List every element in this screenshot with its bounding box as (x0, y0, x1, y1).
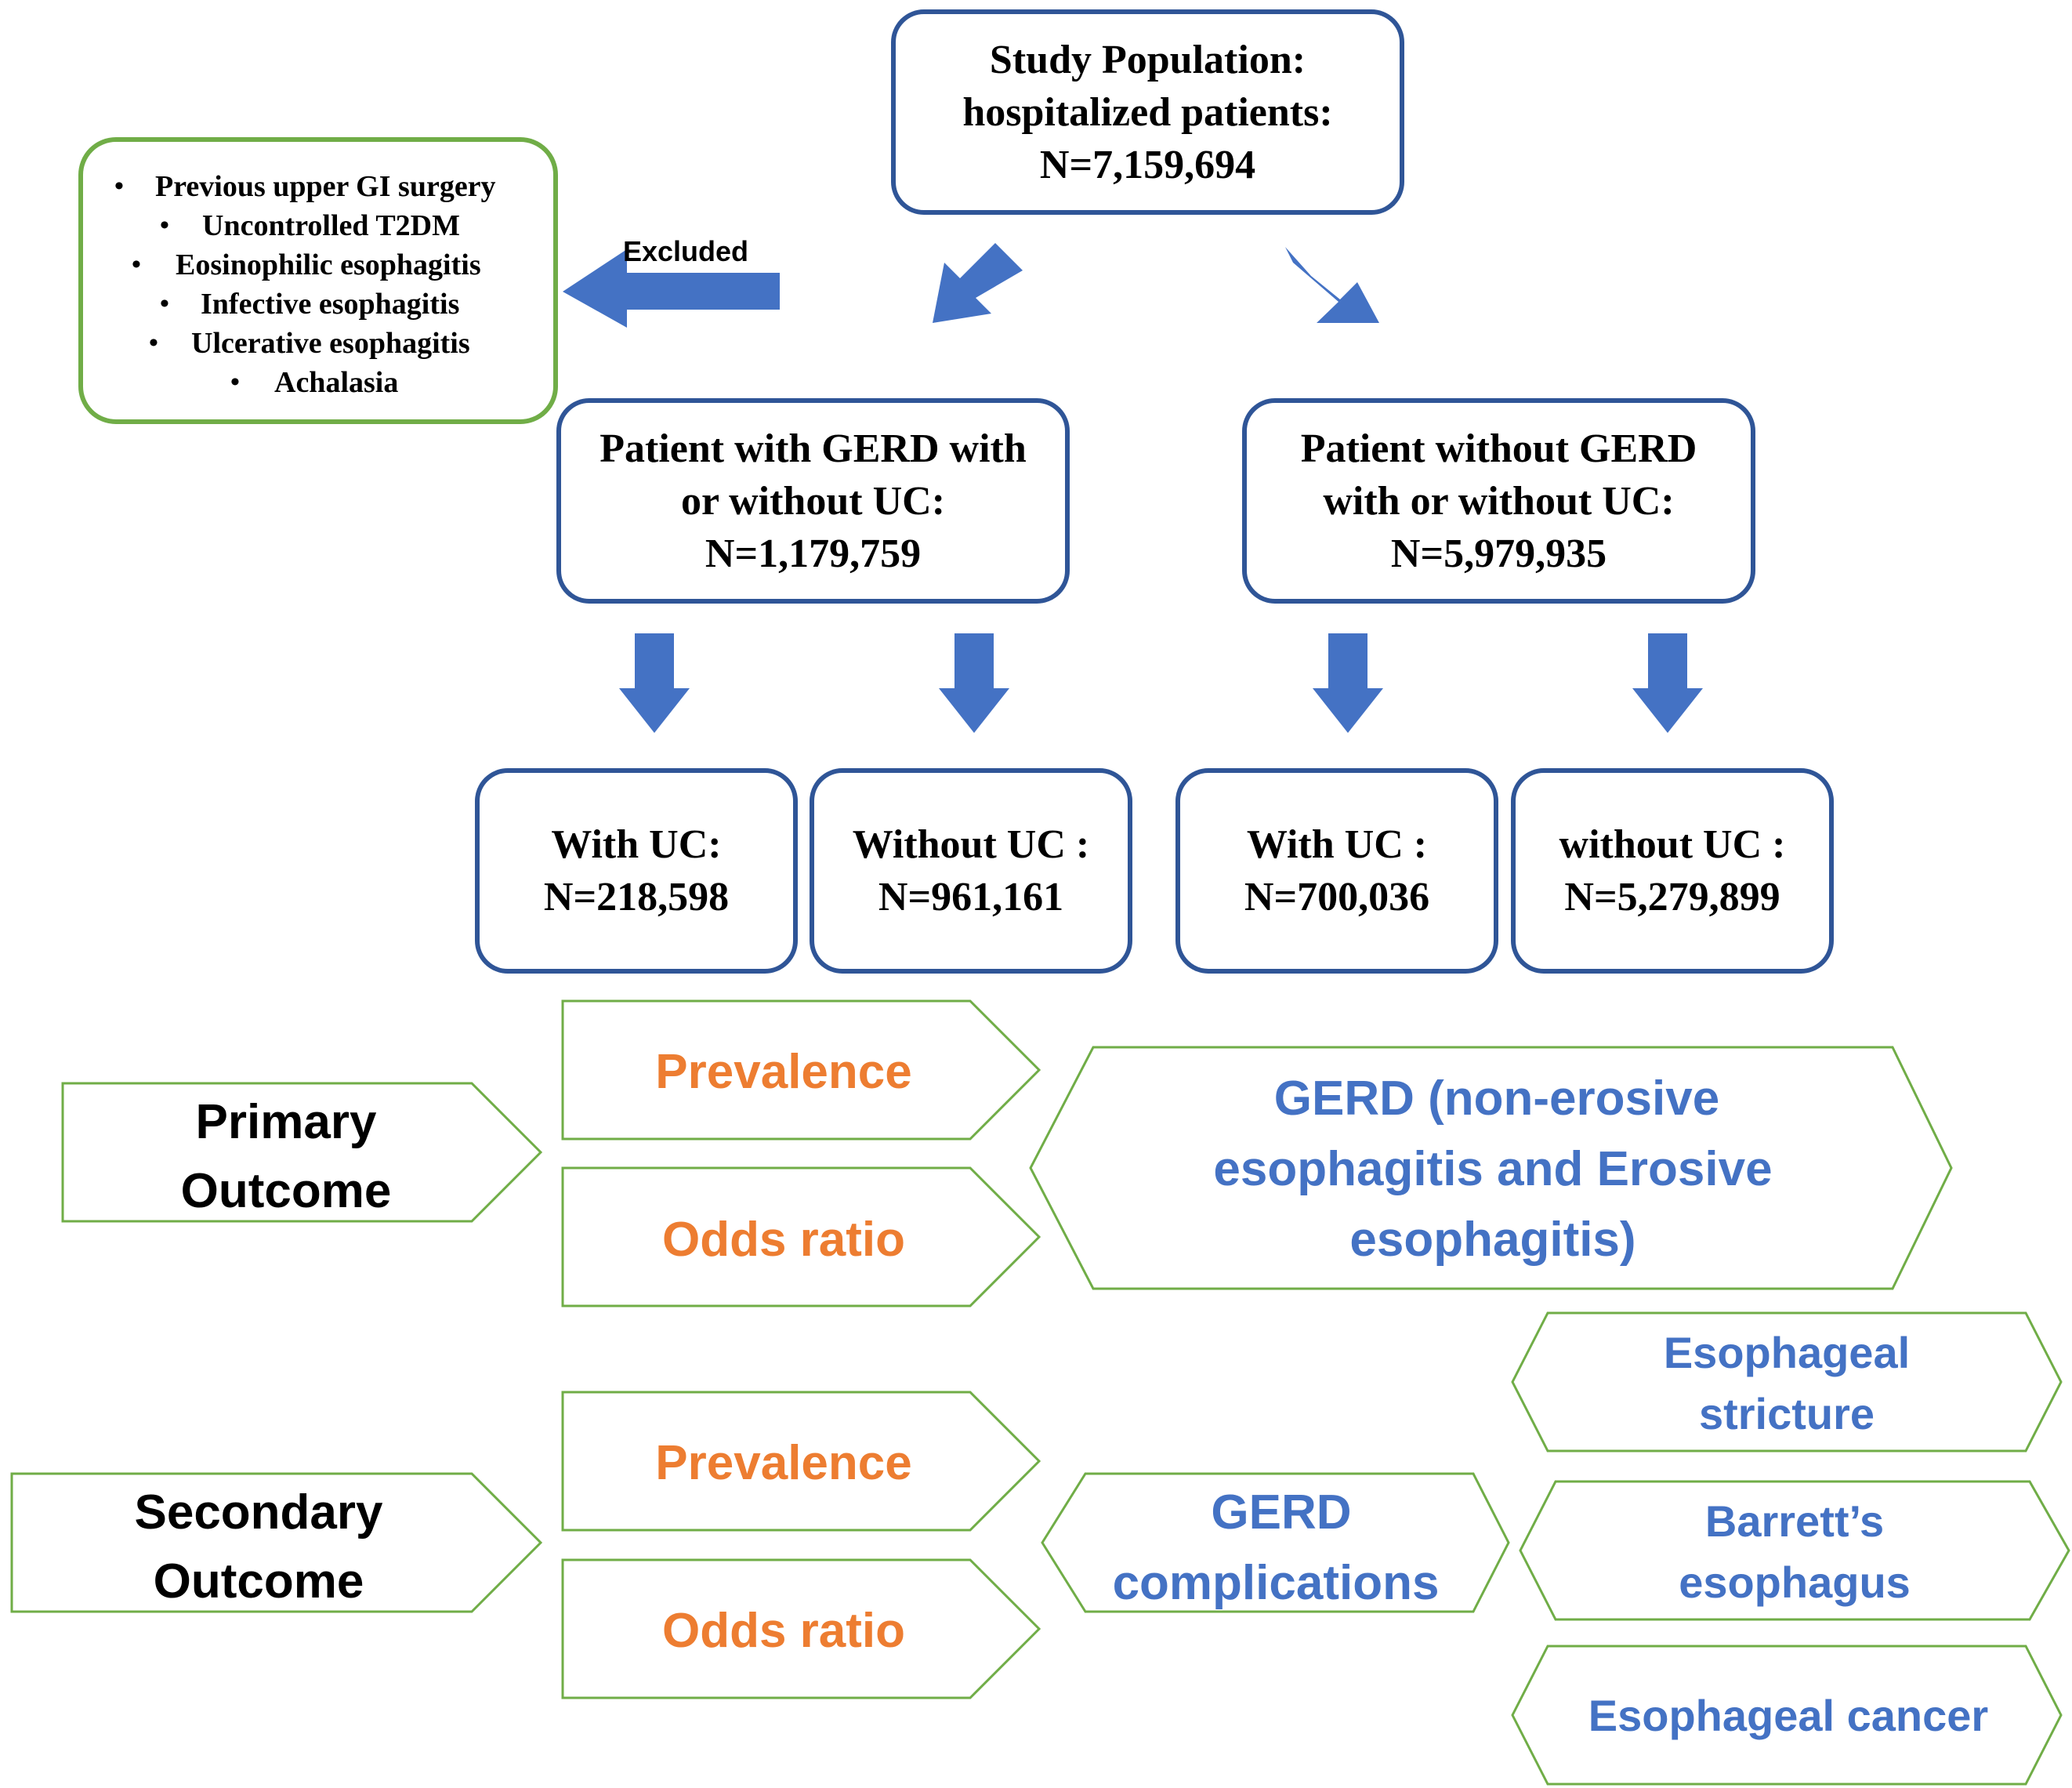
complication-barretts-line2: esophagus (1679, 1558, 1911, 1607)
subgroup-label: With UC: (551, 822, 722, 867)
secondary-outcome-chevron (10, 1472, 543, 1613)
primary-odds-ratio-label: Odds ratio (662, 1213, 905, 1267)
subgroup-count: N=5,279,899 (1564, 875, 1780, 919)
secondary-outcome-label-line1: Secondary (134, 1485, 383, 1540)
study-population-line1: Study Population: (989, 37, 1306, 82)
gerd-group-line1: Patient with GERD with (600, 426, 1027, 471)
non-gerd-group-box: Patient without GERD with or without UC:… (1242, 398, 1755, 604)
complication-barretts-hexagon (1519, 1480, 2070, 1621)
arrow-to-non-gerd-group (1285, 247, 1379, 323)
arrow-down-without-uc-gerd (939, 633, 1009, 733)
primary-target-line3: esophagitis) (1349, 1213, 1636, 1267)
primary-outcome-label-line2: Outcome (181, 1164, 392, 1218)
complication-barretts-line1: Barrett’s (1705, 1496, 1884, 1546)
secondary-target-line1: GERD (1211, 1485, 1351, 1540)
subgroup-count: N=218,598 (543, 875, 730, 919)
complication-stricture-hexagon (1511, 1311, 2063, 1453)
primary-target-line1: GERD (non-erosive (1274, 1072, 1719, 1126)
arrow-down-without-uc-non-gerd (1632, 633, 1703, 733)
subgroup-label: Without UC : (852, 822, 1090, 867)
gerd-group-count: N=1,179,759 (705, 531, 922, 576)
primary-target-line2: esophagitis and Erosive (1213, 1142, 1772, 1196)
subgroup-label: without UC : (1559, 822, 1786, 867)
subgroup-gerd-without-uc-box: Without UC : N=961,161 (810, 768, 1132, 974)
secondary-odds-ratio-chevron (561, 1558, 1041, 1699)
subgroup-gerd-with-uc-box: With UC: N=218,598 (475, 768, 798, 974)
gerd-group-box: Patient with GERD with or without UC: N=… (556, 398, 1070, 604)
exclusion-item: • Uncontrolled T2DM (160, 209, 460, 242)
secondary-prevalence-chevron (561, 1391, 1041, 1532)
exclusion-item: • Infective esophagitis (160, 288, 460, 321)
complication-cancer-line1: Esophageal cancer (1588, 1691, 1988, 1740)
primary-target-hexagon (1029, 1046, 1953, 1290)
secondary-target-line2: complications (1113, 1556, 1440, 1610)
secondary-outcome-label-line2: Outcome (154, 1554, 364, 1608)
study-population-line2: hospitalized patients: (962, 89, 1333, 135)
study-population-count: N=7,159,694 (1039, 142, 1256, 187)
subgroup-non-gerd-with-uc-box: With UC : N=700,036 (1175, 768, 1498, 974)
non-gerd-group-count: N=5,979,935 (1390, 531, 1607, 576)
exclusion-item: • Previous upper GI surgery (114, 170, 496, 203)
non-gerd-group-line1: Patient without GERD (1300, 426, 1697, 471)
subgroup-label: With UC : (1246, 822, 1428, 867)
secondary-prevalence-label: Prevalence (655, 1436, 911, 1490)
primary-outcome-chevron (61, 1082, 543, 1223)
secondary-target-hexagon (1041, 1472, 1510, 1613)
subgroup-count: N=961,161 (878, 875, 1064, 919)
primary-prevalence-label: Prevalence (655, 1045, 911, 1099)
exclusion-item: • Eosinophilic esophagitis (132, 248, 481, 281)
complication-cancer-hexagon (1511, 1645, 2063, 1786)
arrow-to-gerd-group (933, 243, 1023, 323)
non-gerd-group-line2: with or without UC: (1323, 478, 1675, 524)
complication-stricture-line2: stricture (1699, 1389, 1875, 1438)
primary-prevalence-chevron (561, 999, 1041, 1141)
exclusion-item: • Achalasia (230, 366, 399, 399)
secondary-odds-ratio-label: Odds ratio (662, 1604, 905, 1658)
exclusion-criteria-box: • Previous upper GI surgery • Uncontroll… (78, 137, 558, 424)
arrow-down-with-uc-non-gerd (1313, 633, 1383, 733)
excluded-arrow (563, 249, 780, 328)
subgroup-count: N=700,036 (1244, 875, 1430, 919)
primary-outcome-label-line1: Primary (196, 1095, 377, 1149)
arrow-down-with-uc-gerd (619, 633, 690, 733)
gerd-group-line2: or without UC: (680, 478, 946, 524)
complication-stricture-line1: Esophageal (1664, 1328, 1910, 1377)
subgroup-non-gerd-without-uc-box: without UC : N=5,279,899 (1511, 768, 1834, 974)
primary-odds-ratio-chevron (561, 1166, 1041, 1307)
exclusion-item: • Ulcerative esophagitis (149, 327, 470, 360)
study-population-box: Study Population: hospitalized patients:… (891, 9, 1404, 215)
exclusion-criteria-list: • Previous upper GI surgery • Uncontroll… (83, 167, 553, 402)
excluded-label: Excluded (623, 235, 748, 267)
